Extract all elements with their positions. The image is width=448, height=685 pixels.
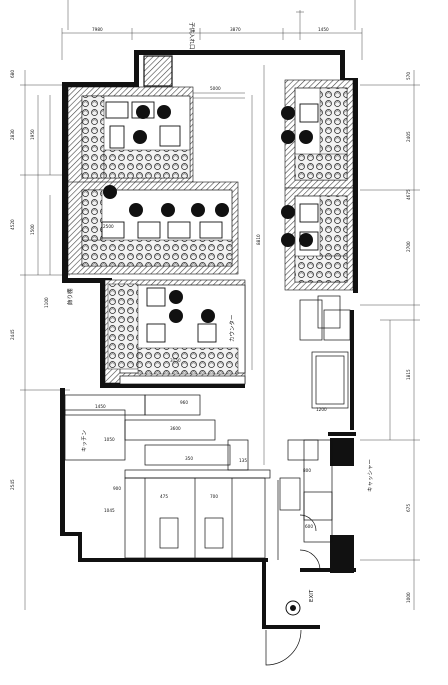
dim-1450b: 1450 [95, 404, 106, 409]
booth-upper-left [67, 86, 194, 188]
dim-135: 135 [239, 458, 247, 463]
booth-upper-right [281, 79, 354, 189]
dim-600: 600 [305, 524, 313, 529]
dim-2405: 2405 [406, 131, 411, 142]
dim-700: 700 [210, 494, 218, 499]
dim-4520: 4520 [10, 219, 15, 230]
walls [60, 50, 358, 629]
dim-1200: 1200 [316, 407, 327, 412]
dim-3150: 3150 [170, 358, 181, 363]
dimension-numbers: 7980 3870 1450 5000 2500 3150 1450 1050 … [10, 27, 411, 603]
dim-800: 800 [303, 468, 311, 473]
dim-5000: 5000 [210, 86, 221, 91]
label-kitchen: キッチン [81, 429, 88, 452]
entry-grille [143, 55, 173, 87]
dim-1050: 1050 [104, 437, 115, 442]
dim-3870: 3870 [230, 27, 241, 32]
dim-675: 675 [406, 504, 411, 512]
dim-1450: 1450 [318, 27, 329, 32]
label-cashier: キャッシャー [368, 459, 374, 492]
kitchen-area [64, 394, 333, 560]
dim-1500: 1500 [30, 224, 35, 235]
door-swings [265, 514, 321, 666]
dimension-lines [20, 0, 420, 610]
dim-1045: 1045 [104, 508, 115, 513]
label-exit: EXIT [309, 589, 315, 602]
dim-960: 960 [180, 400, 188, 405]
dim-1950: 1950 [30, 129, 35, 140]
dim-2445: 2445 [10, 329, 15, 340]
dim-4675: 4675 [406, 189, 411, 200]
dim-7980: 7980 [92, 27, 103, 32]
dim-900: 900 [113, 486, 121, 491]
counter-area [104, 279, 246, 385]
dim-1815: 1815 [406, 369, 411, 380]
label-top-entrance: 子供入れ口 [188, 22, 196, 50]
dim-350: 350 [185, 456, 193, 461]
booth-lower-right [281, 187, 354, 291]
dim-2500: 2500 [103, 224, 114, 229]
label-shelf: 飾り棚 [66, 288, 74, 305]
dim-1100: 1100 [44, 297, 49, 308]
booth-middle-left [67, 181, 239, 275]
dim-2830: 2830 [10, 129, 15, 140]
dim-2700: 2700 [406, 241, 411, 252]
dim-2545: 2545 [10, 479, 15, 490]
dim-8810: 8810 [256, 234, 261, 245]
dim-570: 570 [406, 72, 411, 80]
dim-1000: 1000 [406, 592, 411, 603]
dim-475: 475 [160, 494, 168, 499]
dim-3600: 3600 [170, 426, 181, 431]
label-counter: カウンター [228, 314, 236, 342]
dim-680: 680 [10, 70, 15, 78]
right-fixtures [299, 295, 351, 409]
